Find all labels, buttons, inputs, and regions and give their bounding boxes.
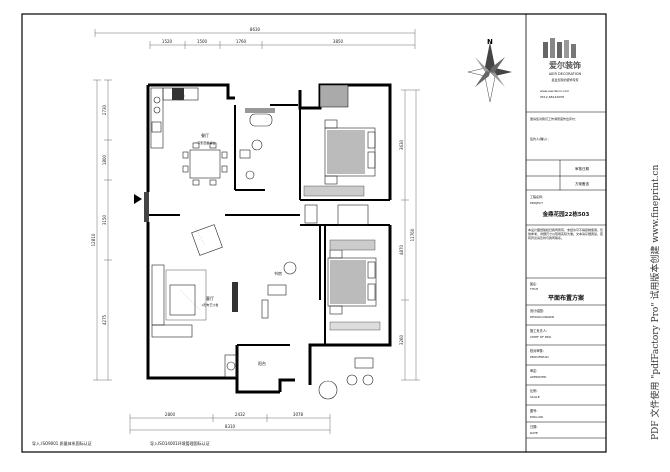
drawing-no-label-en: DWG.NO bbox=[530, 415, 544, 419]
kitchen-appliance bbox=[172, 88, 184, 100]
master-bed-spread bbox=[327, 130, 365, 174]
company-name: 爱尔装饰 bbox=[549, 60, 581, 70]
right-total-dim: 11760 bbox=[410, 228, 415, 241]
approved-label-en: APPROVED bbox=[530, 375, 547, 379]
project-name: 金鼎花园22栋503 bbox=[542, 210, 590, 218]
left-dim-3: 3150 bbox=[102, 214, 107, 225]
top-dim-3: 1760 bbox=[236, 39, 247, 44]
right-dim-1: 3630 bbox=[399, 139, 404, 150]
top-dim-2: 1500 bbox=[197, 39, 208, 44]
bottom-dimensions bbox=[129, 414, 331, 434]
tv-cabinet bbox=[232, 282, 238, 312]
second-wardrobe bbox=[329, 239, 376, 251]
drawing-label: 图名: bbox=[530, 281, 537, 286]
dining-table bbox=[182, 142, 228, 186]
right-dim-3: 3260 bbox=[399, 334, 404, 345]
left-dim-2: 1800 bbox=[102, 154, 107, 165]
second-desk bbox=[329, 321, 381, 331]
interior-walls bbox=[148, 104, 390, 346]
designer-label: 设计绘图: bbox=[530, 308, 544, 313]
pdf-watermark: PDF 文件使用 "pdfFactory Pro" 试用版本创建 www.fin… bbox=[649, 165, 661, 440]
balcony-label: 阳台 bbox=[258, 360, 266, 366]
review-date-label: 审核日期 bbox=[575, 166, 589, 171]
description-box: 本设计图纸版权归我司所有，未经许可不得复制使用，仅供参考，详细尺寸以现场实际为准… bbox=[528, 228, 604, 241]
bath-hatch bbox=[245, 108, 275, 113]
sheet-border bbox=[21, 13, 607, 453]
master-bed bbox=[324, 119, 376, 185]
entrance-arrow bbox=[134, 194, 142, 204]
balcony-furniture bbox=[318, 357, 374, 400]
balcony-left bbox=[224, 354, 238, 378]
dining-label: 餐厅 bbox=[201, 132, 209, 138]
drawing-name: 平面布置方案 bbox=[548, 294, 585, 302]
right-dimensions bbox=[401, 89, 420, 381]
balcony-top bbox=[319, 84, 349, 108]
top-dim-1: 1520 bbox=[162, 39, 173, 44]
guide-lines bbox=[179, 227, 206, 311]
left-dim-4: 4275 bbox=[102, 314, 107, 325]
master-wardrobe bbox=[303, 185, 365, 197]
scale-label: 比例: bbox=[530, 388, 537, 393]
client-sign: 签约人(确认)： bbox=[530, 136, 550, 141]
living-note: L形布艺沙发 bbox=[202, 302, 219, 307]
study-furniture bbox=[261, 261, 297, 319]
date-label-en: DATE bbox=[530, 431, 538, 435]
drawing-no-label: 图号: bbox=[530, 408, 537, 413]
top-dimensions bbox=[94, 29, 416, 49]
left-dim-1: 2730 bbox=[102, 104, 107, 115]
designer-label-en: DESIGN DRAWN bbox=[530, 315, 554, 319]
approved-label: 审定: bbox=[530, 368, 537, 373]
north-label: N bbox=[487, 38, 493, 46]
chief-label-en: CHIEF OF PRO bbox=[530, 335, 552, 339]
living-rug bbox=[165, 269, 207, 321]
top-dim-4: 3850 bbox=[333, 39, 344, 44]
plan-preview-label: 方案备选 bbox=[575, 181, 589, 186]
bottom-total-dim: 8310 bbox=[225, 424, 236, 429]
north-arrow bbox=[467, 42, 512, 103]
project-label-en: PROJECT bbox=[530, 201, 543, 205]
bottom-dim-3: 3078 bbox=[293, 412, 304, 417]
company-slogan: 最爱您家的装饰专家 bbox=[551, 77, 578, 82]
living-label: 客厅 bbox=[206, 295, 214, 301]
footer-iso9001: 导入.ISO9001 质量体系国际认证 bbox=[32, 440, 92, 446]
company-phone: 0512-68122058 bbox=[540, 95, 564, 99]
company-logo-icon bbox=[543, 38, 576, 58]
title-block bbox=[526, 111, 606, 439]
second-bed-spread bbox=[330, 260, 366, 304]
project-label: 工程名称： bbox=[530, 194, 545, 199]
evaluation-note: 邀请您对我们工作满意度作出评价： bbox=[530, 116, 578, 121]
proofread-label: 校对审核: bbox=[530, 348, 544, 353]
bottom-dim-1: 2800 bbox=[165, 412, 176, 417]
company-website: www.aierdecor.com bbox=[540, 89, 569, 93]
living-sofa bbox=[151, 224, 223, 338]
second-bed bbox=[327, 249, 377, 315]
design-description: 本设计图纸版权归我司所有，未经许可不得复制使用，仅供参考，详细尺寸以现场实际为准… bbox=[528, 228, 604, 241]
left-total-dim: 12810 bbox=[91, 233, 96, 246]
top-total-dim: 8630 bbox=[250, 27, 261, 32]
right-dim-2: 4870 bbox=[399, 244, 404, 255]
date-label: 日期: bbox=[530, 424, 537, 429]
footer-iso14001: 导入ISO14001环境管理国际认证 bbox=[150, 440, 210, 446]
dining-note: 一字形西餐桌台 bbox=[194, 140, 215, 145]
bottom-dim-2: 2432 bbox=[235, 412, 246, 417]
proofread-label-en: PROOFREAD bbox=[530, 355, 549, 359]
scale-label-en: SCALE bbox=[530, 395, 540, 399]
drawing-label-en: TITLE bbox=[529, 287, 538, 291]
bathroom-1 bbox=[239, 113, 273, 180]
watermark-text: PDF 文件使用 "pdfFactory Pro" 试用版本创建 www.fin… bbox=[649, 165, 661, 440]
bathroom-2 bbox=[304, 204, 369, 226]
company-name-en: AIER DECORATION bbox=[549, 72, 582, 76]
study-label: 书房 bbox=[274, 270, 282, 276]
left-dimensions bbox=[93, 79, 112, 381]
chief-label: 施工负责人: bbox=[530, 328, 547, 333]
entrance-door bbox=[144, 192, 149, 222]
